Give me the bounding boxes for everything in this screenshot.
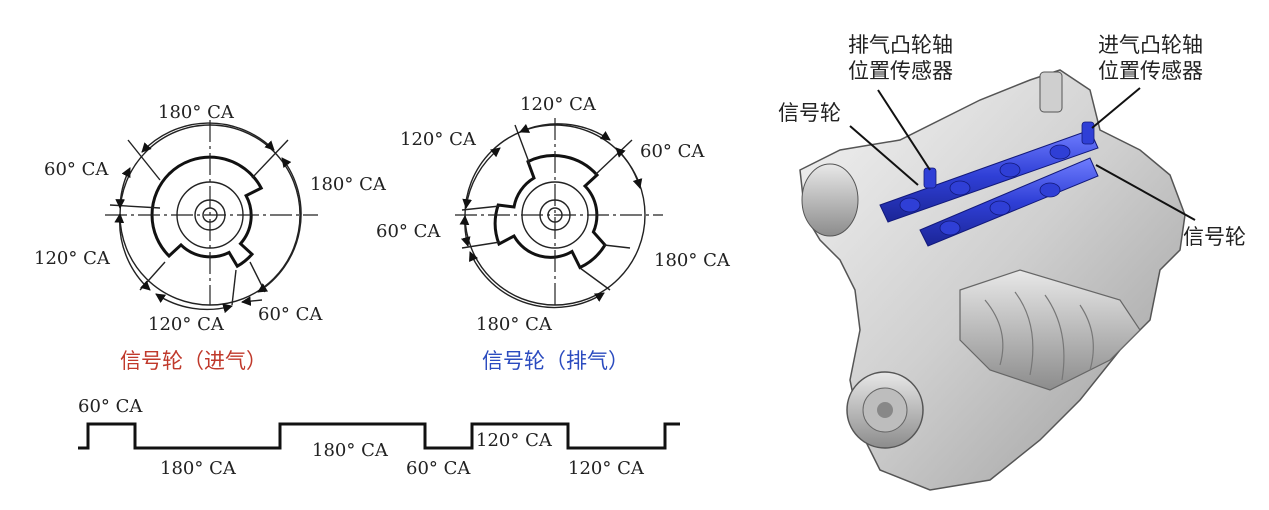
callout-intake-sensor-line1: 进气凸轮轴 [1098,33,1203,57]
intake-label-bottom-right: 60° CA [258,304,323,325]
intake-label-right: 180° CA [310,174,387,195]
intake-label-top: 180° CA [158,102,235,123]
wave-label-120-high: 120° CA [476,430,553,451]
exhaust-signal-wheel: 120° CA 120° CA 60° CA 60° CA 180° CA 18… [376,94,731,373]
exhaust-label-upper-right: 60° CA [640,141,705,162]
callout-signal-wheel-right: 信号轮 [1183,225,1246,249]
intake-label-lower-left: 120° CA [34,248,111,269]
intake-label-bottom: 120° CA [148,314,225,335]
intake-wheel-caption: 信号轮（进气） [120,349,267,373]
wave-label-180-high: 180° CA [312,440,389,461]
exhaust-label-right: 180° CA [654,250,731,271]
callout-exhaust-sensor-line2: 位置传感器 [848,59,953,83]
wave-label-60-high: 60° CA [78,396,143,417]
exhaust-label-upper-left: 120° CA [400,129,477,150]
wave-label-180-low: 180° CA [160,458,237,479]
exhaust-label-top: 120° CA [520,94,597,115]
callout-intake-sensor-line2: 位置传感器 [1098,59,1203,83]
wave-label-60-low: 60° CA [406,458,471,479]
callout-signal-wheel-left: 信号轮 [778,101,841,125]
exhaust-label-bottom: 180° CA [476,314,553,335]
exhaust-wheel-caption: 信号轮（排气） [482,349,629,373]
wave-label-120-low: 120° CA [568,458,645,479]
exhaust-label-left: 60° CA [376,221,441,242]
intake-label-upper-left: 60° CA [44,159,109,180]
intake-signal-wheel: 180° CA 180° CA 60° CA 120° CA 120° CA 6… [34,102,387,373]
callout-exhaust-sensor-line1: 排气凸轮轴 [848,33,953,57]
signal-waveform: 60° CA 180° CA 180° CA 60° CA 120° CA 12… [78,396,680,479]
engine-illustration: 排气凸轮轴 位置传感器 进气凸轮轴 位置传感器 信号轮 信号轮 [778,33,1246,491]
